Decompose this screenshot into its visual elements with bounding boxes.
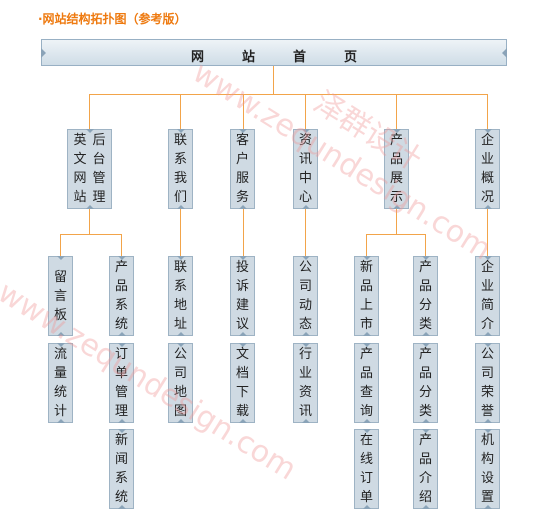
node-label: 联系地址 (173, 260, 187, 332)
node-label: 在线订单 (359, 433, 373, 505)
node-label: 资讯中心 (298, 133, 312, 205)
connector-line (121, 234, 122, 256)
node-label: 后台管理 (92, 133, 106, 205)
connector-line (180, 94, 181, 129)
connector-line (89, 209, 90, 234)
node-product-category-2: 产品分类 (413, 343, 438, 423)
node-contact-us: 联系我们 (168, 129, 193, 209)
node-company-intro: 企业简介 (475, 256, 500, 336)
connector-line (243, 94, 244, 129)
node-news-system: 新闻系统 (109, 429, 134, 509)
connector-line (89, 94, 487, 95)
connector-line (180, 209, 181, 256)
homepage-label: 网站首页 (190, 50, 395, 65)
connector-line (396, 209, 397, 234)
connector-line (243, 209, 244, 256)
node-company-overview: 企业概况 (475, 129, 500, 209)
node-online-order: 在线订单 (354, 429, 379, 509)
node-label: 产品分类 (418, 347, 432, 419)
connector-line (487, 94, 488, 129)
node-label: 产品分类 (418, 260, 432, 332)
node-new-products: 新品上市 (354, 256, 379, 336)
node-company-map: 公司地图 (168, 343, 193, 423)
node-label: 新闻系统 (114, 433, 128, 505)
node-label: 客户服务 (235, 133, 249, 205)
node-label: 行业资讯 (298, 347, 312, 419)
node-label: 产品系统 (114, 260, 128, 332)
node-guestbook: 留言板 (48, 256, 73, 336)
node-label: 产品介绍 (418, 433, 432, 505)
diagram-title: ·网站结构拓扑图（参考版） (38, 12, 187, 26)
node-products: 产品展示 (384, 129, 409, 209)
connector-line (60, 234, 122, 235)
node-label: 英文网站 (73, 133, 87, 205)
connector-line (396, 94, 397, 129)
node-label: 公司动态 (298, 260, 312, 332)
connector-line (366, 234, 426, 235)
node-label: 文档下载 (235, 347, 249, 419)
node-label: 投诉建议 (235, 260, 249, 332)
node-order-management: 订单管理 (109, 343, 134, 423)
node-label: 企业概况 (480, 133, 494, 205)
connector-line (487, 209, 488, 256)
node-label: 订单管理 (114, 347, 128, 419)
node-english-backend: 后台管理 英文网站 (67, 129, 112, 209)
connector-line (366, 234, 367, 256)
connector-line (305, 94, 306, 129)
node-complaints: 投诉建议 (230, 256, 255, 336)
node-label: 产品展示 (389, 133, 403, 205)
connector-line (89, 94, 90, 129)
node-label: 留言板 (53, 269, 67, 323)
node-label: 产品查询 (359, 347, 373, 419)
connector-line (305, 209, 306, 256)
connector-line (425, 234, 426, 256)
node-news-center: 资讯中心 (293, 129, 318, 209)
node-organization: 机构设置 (475, 429, 500, 509)
connector-line (273, 66, 274, 94)
node-label: 联系我们 (173, 133, 187, 205)
node-label: 流量统计 (53, 347, 67, 419)
node-product-system: 产品系统 (109, 256, 134, 336)
homepage-bar: 网站首页 (41, 39, 507, 66)
node-label: 公司荣誉 (480, 347, 494, 419)
node-label: 机构设置 (480, 433, 494, 505)
node-label: 新品上市 (359, 260, 373, 332)
node-product-intro: 产品介绍 (413, 429, 438, 509)
node-traffic-stats: 流量统计 (48, 343, 73, 423)
node-label: 企业简介 (480, 260, 494, 332)
node-contact-address: 联系地址 (168, 256, 193, 336)
node-label: 公司地图 (173, 347, 187, 419)
watermark-text: www.zequndesign.com (0, 275, 303, 488)
node-company-honors: 公司荣誉 (475, 343, 500, 423)
node-company-news: 公司动态 (293, 256, 318, 336)
node-customer-service: 客户服务 (230, 129, 255, 209)
node-industry-news: 行业资讯 (293, 343, 318, 423)
node-product-search: 产品查询 (354, 343, 379, 423)
node-product-category: 产品分类 (413, 256, 438, 336)
connector-line (60, 234, 61, 256)
node-document-download: 文档下载 (230, 343, 255, 423)
